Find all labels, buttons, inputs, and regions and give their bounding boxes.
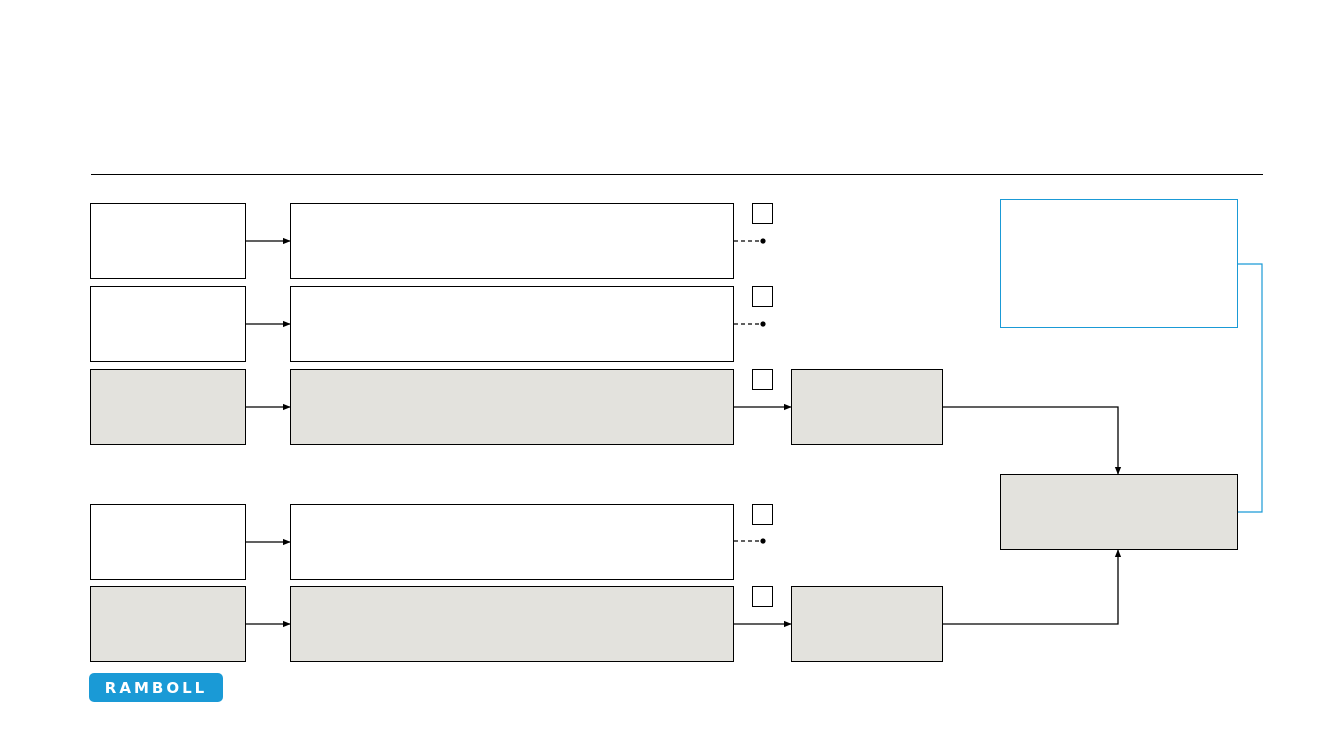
row-4-process-box xyxy=(290,504,734,580)
row-3-to-result-connector xyxy=(943,406,1122,475)
row-2-input-box xyxy=(90,286,246,362)
row-2-process-box xyxy=(290,286,734,362)
row-5-marker-box xyxy=(752,586,773,607)
row-5-to-result-connector xyxy=(943,549,1122,625)
row-2-marker-box xyxy=(752,286,773,307)
row-4-marker-box xyxy=(752,504,773,525)
row-1-marker-box xyxy=(752,203,773,224)
row-3-outcome-box xyxy=(791,369,943,445)
note-to-result-bracket xyxy=(1238,263,1263,513)
row-4-input-box xyxy=(90,504,246,580)
row-1-end-dot xyxy=(760,238,766,244)
row-5-outcome-box xyxy=(791,586,943,662)
row-1-process-box xyxy=(290,203,734,279)
row-3-input-box xyxy=(90,369,246,445)
header-divider xyxy=(91,174,1263,175)
row-3-process-box xyxy=(290,369,734,445)
row-4-end-dot xyxy=(760,538,766,544)
ramboll-logo: RAMBOLL xyxy=(89,673,223,702)
row-5-process-box xyxy=(290,586,734,662)
row-3-marker-box xyxy=(752,369,773,390)
result-box xyxy=(1000,474,1238,550)
row-1-input-box xyxy=(90,203,246,279)
logo-text: RAMBOLL xyxy=(104,678,208,697)
row-2-end-dot xyxy=(760,321,766,327)
row-5-input-box xyxy=(90,586,246,662)
note-box xyxy=(1000,199,1238,328)
